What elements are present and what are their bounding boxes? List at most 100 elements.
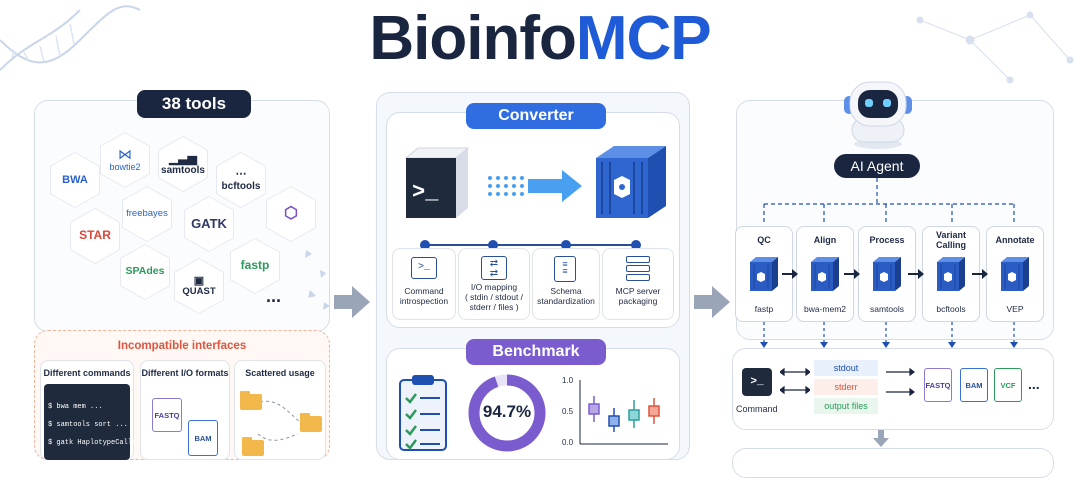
step-dot-2: [488, 240, 498, 250]
scattered-folders-icon: [240, 391, 322, 456]
boxplot-tick-top: 1.0: [562, 376, 574, 385]
schema-document-icon: ≡≡: [554, 256, 576, 282]
step-dot-1: [420, 240, 430, 250]
fastq-file-icon: FASTQ: [152, 398, 182, 432]
converter-badge: Converter: [466, 103, 606, 129]
svg-text:>_: >_: [412, 180, 439, 205]
stage-title-process: Process: [869, 235, 905, 245]
tool-spades-label: SPAdes: [121, 245, 169, 299]
command-label: Command: [736, 404, 778, 414]
terminal-window: [44, 384, 130, 460]
step-card-4: [602, 248, 674, 320]
io-right-arrows: [886, 367, 915, 397]
container-icon-variant: [937, 257, 965, 291]
clipboard-checklist-icon: [399, 375, 447, 451]
stdout-tag: stdout: [814, 360, 878, 376]
container-icon-process: [873, 257, 901, 291]
command-line-3: $ gatk HaplotypeCaller ...: [48, 439, 158, 447]
stage-tool-qc: fastp: [754, 304, 774, 314]
dna-decoration: [0, 5, 140, 71]
container-cube-icon: [596, 146, 666, 218]
confetti-decoration: [305, 250, 330, 310]
step-card-1: [392, 248, 456, 320]
bam-output-icon: BAM: [960, 368, 988, 402]
stderr-tag: stderr: [814, 379, 878, 395]
stage-arrows: [782, 269, 988, 279]
stage-tool-annotate: VEP: [1006, 304, 1024, 314]
terminal-cube-icon: >_: [404, 147, 470, 218]
commands-card-title: Different commands: [43, 368, 131, 378]
page-title: BioinfoMCP: [0, 4, 1080, 74]
tool-freebayes: freebayes: [122, 186, 172, 242]
tool-bwa-label: BWA: [51, 153, 99, 207]
step-dot-4: [631, 240, 641, 250]
flow-arrow-1: [334, 286, 370, 318]
stage-title-annotate: Annotate: [995, 235, 1035, 245]
container-icon-qc: [750, 257, 778, 291]
tool-star-label: STAR: [71, 209, 119, 263]
step-dot-3: [561, 240, 571, 250]
command-line-2: $ samtools sort ...: [48, 421, 128, 429]
stage-title-align: Align: [813, 235, 837, 245]
container-icon-align: [811, 257, 839, 291]
tool-quast-label: QUAST: [182, 285, 216, 297]
boxplot: [579, 380, 668, 445]
benchmark-badge: Benchmark: [466, 339, 606, 365]
step-card-2: [458, 248, 530, 320]
network-icon: ⋯: [235, 168, 247, 181]
fastq-output-icon: FASTQ: [924, 368, 952, 402]
steps-line: [424, 244, 636, 246]
more-files-ellipsis: ...: [1028, 376, 1040, 392]
transform-arrow: [488, 170, 582, 202]
tools-count-badge: 38 tools: [137, 90, 251, 118]
tool-bowtie2-label: bowtie2: [109, 161, 141, 172]
robot-icon: [844, 81, 912, 149]
success-donut: [468, 374, 546, 452]
container-icon-annotate: [1001, 257, 1029, 291]
boxplot-tick-bottom: 0.0: [562, 438, 574, 447]
io-mapping-icon: ⇄⇄: [481, 256, 507, 280]
tool-bcftools: ⋯bcftools: [216, 152, 266, 208]
bowtie-icon: ⋈: [118, 146, 132, 163]
command-line-1: $ bwa mem ...: [48, 403, 103, 411]
vcf-output-icon: VCF: [994, 368, 1022, 402]
tool-freebayes-label: freebayes: [123, 187, 171, 241]
server-stack-icon: [626, 256, 650, 282]
stage-tool-process: samtools: [869, 304, 904, 314]
step-label-4: MCP server packaging: [615, 286, 661, 306]
down-arrow: [873, 430, 889, 447]
output-files-tag: output files: [814, 398, 878, 414]
title-part-bioinfo: Bioinfo: [369, 4, 576, 73]
stage-tool-variant: bcftools: [936, 304, 966, 314]
next-box-edge: [732, 448, 1054, 478]
network-decoration: [916, 11, 1074, 84]
stage-title-variant: Variant Calling: [935, 230, 966, 250]
title-part-mcp: MCP: [575, 4, 712, 73]
flow-arrow-2: [694, 286, 730, 318]
stage-tool-align: bwa-mem2: [803, 304, 847, 314]
io-double-arrows-left: [780, 367, 810, 395]
bar-chart-icon: ▁▃▅: [169, 150, 197, 165]
molecule-icon: ⬡: [284, 205, 298, 223]
server-icon: ▣: [193, 274, 205, 287]
step-label-1: Command introspection: [399, 286, 449, 306]
step-label-2: I/O mapping ( stdin / stdout / stderr / …: [464, 282, 524, 312]
tool-samtools-label: samtools: [161, 165, 205, 177]
bam-file-icon: BAM: [188, 420, 218, 456]
ai-agent-badge: AI Agent: [834, 154, 920, 178]
stage-title-qc: QC: [757, 235, 771, 245]
scattered-card-title: Scattered usage: [245, 368, 315, 378]
tool-generic: ⬡: [266, 186, 316, 242]
formats-card-title: Different I/O formats: [141, 368, 229, 378]
tool-fastp-label: fastp: [231, 239, 279, 293]
agent-connectors: [763, 178, 1015, 222]
command-terminal-icon: >_: [742, 368, 772, 396]
stage-down-arrows: [760, 322, 1018, 348]
success-rate-value: 94.7%: [482, 402, 532, 421]
terminal-icon: >_: [411, 257, 437, 279]
tool-bcftools-label: bcftools: [221, 180, 261, 192]
boxplot-tick-mid: 0.5: [562, 407, 574, 416]
step-card-3: [532, 248, 600, 320]
tool-gatk-label: GATK: [185, 197, 233, 251]
more-tools-ellipsis: ...: [266, 286, 282, 306]
